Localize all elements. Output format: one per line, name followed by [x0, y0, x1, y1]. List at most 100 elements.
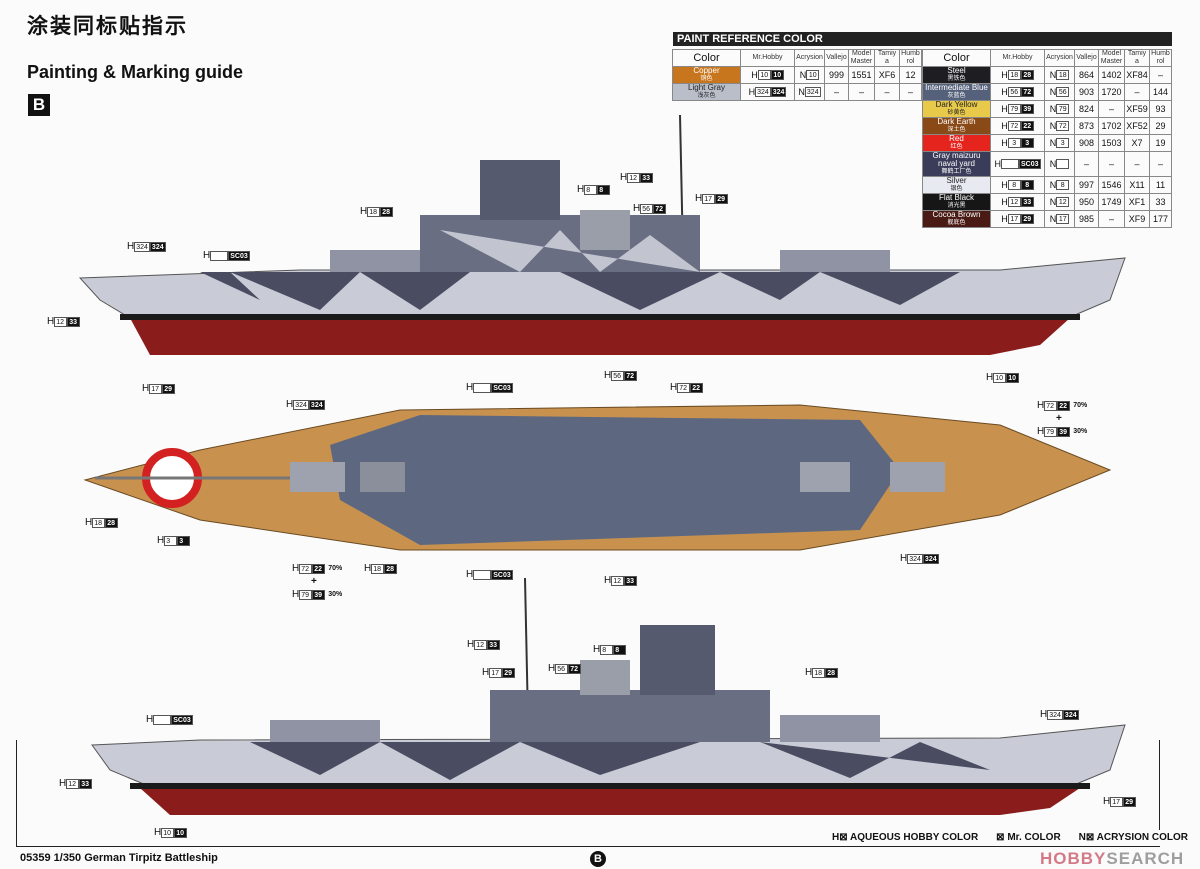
callout-code-b: 3 — [177, 535, 191, 546]
frame-divider — [16, 740, 17, 847]
callout-prefix: H — [1103, 796, 1111, 807]
callout-code-a: 324 — [134, 241, 150, 252]
prefix: N — [1049, 197, 1057, 207]
callout-code-a: 324 — [293, 399, 309, 410]
callout-code-a: 12 — [611, 575, 625, 586]
callout-prefix: H — [292, 589, 300, 600]
callout-code-a: 17 — [702, 193, 716, 204]
acrysion-value: 8 — [1056, 180, 1070, 190]
callout-prefix: H — [360, 206, 368, 217]
hobby-aqueous-code: 8 — [1007, 180, 1021, 190]
callout-prefix: H — [1037, 400, 1045, 411]
legend-acrysion: N⊠ ACRYSION COLOR — [1078, 832, 1188, 843]
hobby-aqueous-code: 18 — [1007, 70, 1021, 80]
callout-prefix: H — [85, 517, 93, 528]
color-name: Steel — [947, 66, 966, 75]
acrysion-value: 56 — [1056, 87, 1070, 97]
hobby-aqueous-code: 17 — [1007, 214, 1021, 224]
callout-prefix: H — [604, 370, 612, 381]
callout-code-a: 18 — [371, 563, 385, 574]
callout-code-b: SC03 — [491, 569, 513, 580]
color-name-cn: 深土色 — [947, 127, 966, 133]
prefix: H — [748, 87, 756, 97]
callout-code-b: 8 — [597, 184, 611, 195]
callout-prefix: H — [633, 203, 641, 214]
prefix: H — [1001, 70, 1008, 80]
callout-code-a: 12 — [474, 639, 488, 650]
callout-prefix: H — [154, 827, 162, 838]
color-name-cn: 灰蓝色 — [947, 93, 966, 99]
callout-code-a: 12 — [54, 316, 68, 327]
prefix: H — [1001, 214, 1008, 224]
callout-code-b: SC03 — [171, 714, 193, 725]
callout-code-a: 56 — [555, 663, 569, 674]
prefix: N — [798, 87, 805, 97]
callout-prefix: H — [1037, 426, 1045, 437]
color-name-cn: 黑铁色 — [947, 76, 966, 82]
color-name: Cocoa Brown — [932, 210, 981, 219]
prefix: N — [1049, 70, 1057, 80]
callout-code-a: 18 — [92, 517, 106, 528]
callout-code-b: 22 — [690, 382, 704, 393]
watermark-b: SEARCH — [1106, 849, 1185, 868]
callout-code-a: 56 — [611, 370, 625, 381]
mr-color-code: 22 — [1020, 121, 1034, 131]
color-name: Intermediate Blue — [925, 83, 988, 92]
callout-prefix: H — [548, 663, 556, 674]
callout-code-a: 324 — [1047, 709, 1063, 720]
callout-prefix: H — [620, 172, 628, 183]
paint-table-title: PAINT REFERENCE COLOR — [673, 32, 1172, 46]
callout-prefix: H — [146, 714, 154, 725]
callout-prefix: H — [593, 644, 601, 655]
prefix: N — [1049, 121, 1057, 131]
prefix: H — [1001, 138, 1008, 148]
callout-code-b: 324 — [1062, 709, 1079, 720]
acrysion-value: 18 — [1056, 70, 1070, 80]
callout-code-a: 72 — [677, 382, 691, 393]
prefix: H — [751, 70, 758, 80]
plus-sign: + — [1056, 413, 1062, 424]
mr-color-code: 39 — [1020, 104, 1034, 114]
callout-code-a: 10 — [993, 372, 1007, 383]
mr-color-code: 28 — [1020, 70, 1034, 80]
callout-code-b: 324 — [149, 241, 166, 252]
color-name-cn: 浅灰色 — [697, 93, 716, 99]
callout-code-b: 10 — [1006, 372, 1020, 383]
callout-prefix: H — [670, 382, 678, 393]
ship-side-view-bottom — [91, 577, 1126, 815]
callout-code-b: 29 — [162, 383, 176, 394]
prefix: N — [1049, 159, 1057, 169]
hobby-aqueous-code: 79 — [1007, 104, 1021, 114]
color-name: Gray maizuru naval yard — [932, 151, 981, 168]
color-name: Dark Yellow — [935, 100, 978, 109]
